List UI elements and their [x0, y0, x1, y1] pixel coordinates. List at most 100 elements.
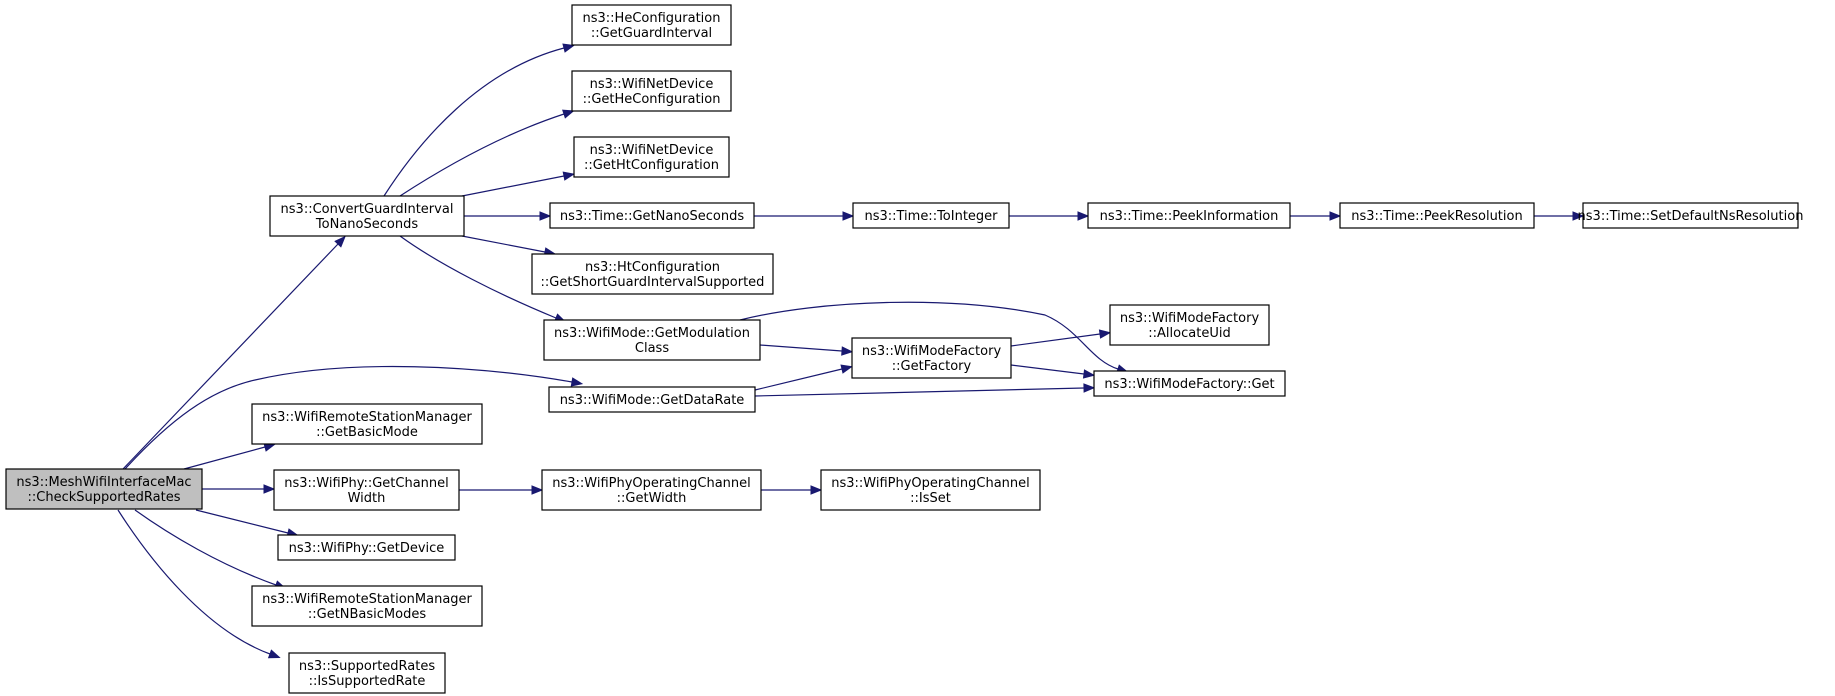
arrowhead-icon [562, 109, 575, 119]
node-peekRes[interactable]: ns3::Time::PeekResolution [1339, 202, 1535, 229]
node-label-line: ns3::WifiRemoteStationManager [262, 592, 472, 607]
node-getNano[interactable]: ns3::Time::GetNanoSeconds [549, 202, 755, 229]
arrowhead-icon [1082, 369, 1096, 379]
arrowhead-icon [842, 211, 855, 221]
arrowhead-icon [334, 235, 346, 248]
node-label-line: ns3::WifiPhyOperatingChannel [552, 476, 751, 491]
node-toInteger[interactable]: ns3::Time::ToInteger [852, 202, 1010, 229]
node-heGuard[interactable]: ns3::HeConfiguration::GetGuardInterval [571, 4, 732, 46]
node-label-line: ns3::WifiMode::GetDataRate [560, 393, 745, 408]
edge-line [1010, 333, 1101, 347]
node-getBasicMode[interactable]: ns3::WifiRemoteStationManager::GetBasicM… [251, 403, 483, 445]
edge-getChWidth-to-opGetWidth [459, 485, 544, 495]
edge-line [1010, 364, 1085, 375]
node-box [541, 469, 762, 511]
node-label-line: ns3::Time::SetDefaultNsResolution [1578, 209, 1804, 224]
edge-getFactory-to-allocUid [1010, 329, 1112, 347]
edge-convert-to-heGuard [383, 43, 575, 197]
node-label-line: ::GetShortGuardIntervalSupported [541, 275, 765, 290]
edge-getModClass-to-getFactory [759, 344, 854, 356]
node-getDevice[interactable]: ns3::WifiPhy::GetDevice [277, 534, 456, 561]
node-box [273, 469, 460, 511]
node-getDataRate[interactable]: ns3::WifiMode::GetDataRate [548, 386, 756, 413]
node-label-line: ns3::HtConfiguration [585, 260, 720, 275]
node-label-line: ns3::WifiModeFactory [862, 344, 1002, 359]
edge-line [461, 175, 565, 197]
arrowhead-icon [539, 211, 552, 221]
arrowhead-icon [531, 485, 544, 495]
node-label-line: ns3::Time::GetNanoSeconds [560, 209, 745, 224]
node-getHeConf[interactable]: ns3::WifiNetDevice::GetHeConfiguration [571, 70, 732, 112]
node-opIsSet[interactable]: ns3::WifiPhyOperatingChannel::IsSet [820, 469, 1041, 511]
arrowhead-icon [562, 171, 576, 181]
node-box [851, 337, 1012, 379]
node-box [1093, 370, 1286, 397]
node-box [1339, 202, 1535, 229]
node-label-line: ns3::Time::PeekInformation [1100, 209, 1279, 224]
node-box [288, 652, 446, 694]
edge-line [461, 235, 546, 253]
node-htShortGI[interactable]: ns3::HtConfiguration::GetShortGuardInter… [531, 253, 774, 295]
node-allocUid[interactable]: ns3::WifiModeFactory::AllocateUid [1109, 304, 1270, 346]
node-box [571, 4, 732, 46]
edge-line [122, 243, 339, 470]
node-getHtConf[interactable]: ns3::WifiNetDevice::GetHtConfiguration [573, 136, 730, 178]
node-isSupRate[interactable]: ns3::SupportedRates::IsSupportedRate [288, 652, 446, 694]
node-label-line: ns3::WifiModeFactory [1120, 311, 1260, 326]
edge-line [383, 47, 565, 197]
node-label-line: ::GetWidth [617, 491, 687, 506]
node-label-line: ::IsSupportedRate [309, 674, 426, 689]
edge-peekInfo-to-peekRes [1290, 211, 1342, 221]
edge-getNano-to-toInteger [754, 211, 855, 221]
edges-layer [117, 43, 1585, 659]
node-box [852, 202, 1010, 229]
edge-line [124, 365, 573, 470]
node-label-line: ns3::WifiPhy::GetChannel [284, 476, 449, 491]
arrowhead-icon [840, 364, 854, 374]
node-box [1109, 304, 1270, 346]
node-label-line: ::IsSet [910, 491, 951, 506]
edge-root-to-getDataRate [124, 365, 584, 470]
edge-root-to-getChWidth [202, 484, 276, 494]
arrowhead-icon [570, 377, 584, 387]
node-label-line: ns3::WifiNetDevice [590, 77, 714, 92]
node-label-line: ::GetNBasicModes [308, 607, 426, 622]
node-label-line: ::GetFactory [892, 359, 972, 374]
node-label-line: ns3::ConvertGuardInterval [281, 202, 454, 217]
node-factoryGet[interactable]: ns3::WifiModeFactory::Get [1093, 370, 1286, 397]
node-label-line: ns3::SupportedRates [299, 659, 435, 674]
node-label-line: ns3::MeshWifiInterfaceMac [16, 475, 191, 490]
node-label-line: ns3::WifiModeFactory::Get [1104, 377, 1274, 392]
node-label-line: ToNanoSeconds [315, 217, 418, 232]
node-peekInfo[interactable]: ns3::Time::PeekInformation [1087, 202, 1291, 229]
node-root[interactable]: ns3::MeshWifiInterfaceMac::CheckSupporte… [5, 468, 203, 510]
edge-root-to-getDevice [195, 509, 300, 538]
arrowhead-icon [1572, 211, 1585, 221]
node-getNBasic[interactable]: ns3::WifiRemoteStationManager::GetNBasic… [251, 585, 483, 627]
node-label-line: ::GetGuardInterval [591, 26, 712, 41]
edge-opGetWidth-to-opIsSet [761, 485, 823, 495]
edge-convert-to-htShortGI [461, 235, 557, 257]
edge-convert-to-getNano [464, 211, 552, 221]
edge-line [754, 387, 1085, 397]
node-box [820, 469, 1041, 511]
node-opGetWidth[interactable]: ns3::WifiPhyOperatingChannel::GetWidth [541, 469, 762, 511]
edge-line [399, 113, 565, 197]
node-box [1582, 202, 1799, 229]
node-label-line: ns3::WifiPhy::GetDevice [289, 541, 445, 556]
edge-line [759, 344, 843, 352]
node-label-line: ::CheckSupportedRates [28, 490, 181, 505]
node-getFactory[interactable]: ns3::WifiModeFactory::GetFactory [851, 337, 1012, 379]
edge-line [399, 235, 557, 319]
edge-line [739, 301, 1119, 370]
edge-getDataRate-to-getFactory [754, 364, 854, 391]
edge-line [754, 368, 843, 391]
node-box [1087, 202, 1291, 229]
node-label-line: ns3::WifiMode::GetModulation [554, 326, 750, 341]
node-label-line: ::GetHeConfiguration [583, 92, 721, 107]
node-setDefNs[interactable]: ns3::Time::SetDefaultNsResolution [1578, 202, 1804, 229]
